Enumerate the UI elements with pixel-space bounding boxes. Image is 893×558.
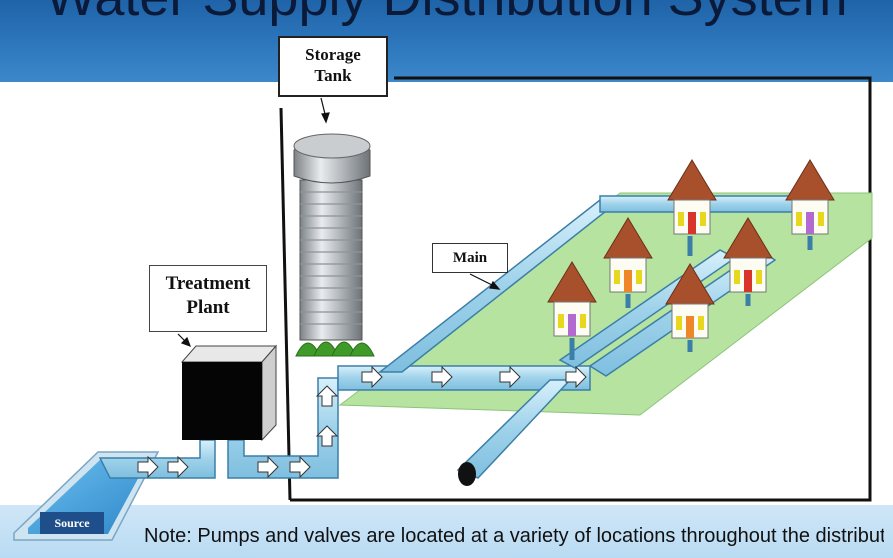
flow-arrows [137,365,587,479]
pipe-end [458,462,476,486]
treatment-plant-label-line2: Plant [186,296,230,318]
storage-tank-label: Storage Tank [278,36,388,97]
treatment-plant-label-line1: Treatment [165,273,251,294]
storage-tank-label-line1: Storage [305,45,361,64]
storage-tank-label-line2: Tank [314,66,352,86]
source-label: Source [40,512,104,534]
treatment-plant-label: Treatment Plant [149,265,267,332]
footnote: Note: Pumps and valves are located at a … [144,525,884,547]
house [785,159,835,235]
treatment-plant-building [180,344,278,442]
house [665,263,715,339]
service-lines [569,236,813,360]
house [603,217,653,293]
main-label: Main [432,243,508,273]
house [667,159,717,235]
header-band: Water Supply Distribution System [0,0,893,82]
house [547,261,597,337]
houses [547,159,835,339]
storage-tank [293,133,371,341]
label-pointers [177,97,501,348]
page-title: Water Supply Distribution System [0,0,893,28]
bottom-band [0,505,893,558]
house [723,217,773,293]
frame-outline [279,76,872,502]
trees [295,341,375,357]
